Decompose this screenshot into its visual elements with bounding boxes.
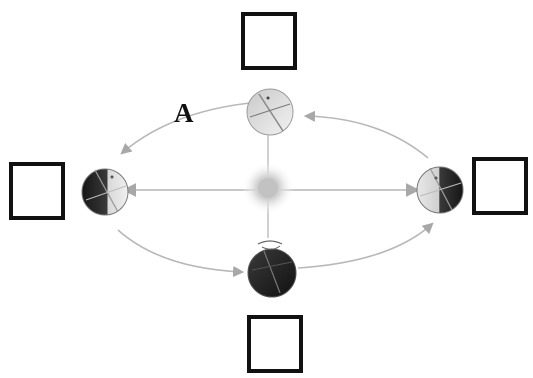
answer-box-left[interactable] <box>9 162 65 220</box>
answer-box-top[interactable] <box>241 12 297 70</box>
planet-bottom <box>248 241 296 297</box>
planet-left <box>82 169 128 215</box>
label-a: A <box>174 100 194 127</box>
answer-box-right[interactable] <box>472 157 528 215</box>
planet-right <box>417 167 463 213</box>
orbit-arc-bottom-right <box>298 224 432 268</box>
planet-top <box>247 89 293 135</box>
orbit-arc-bottom-left <box>118 230 242 272</box>
sun-core <box>258 178 278 198</box>
answer-box-bottom[interactable] <box>247 315 303 373</box>
orbit-arc-top-right <box>306 116 428 158</box>
